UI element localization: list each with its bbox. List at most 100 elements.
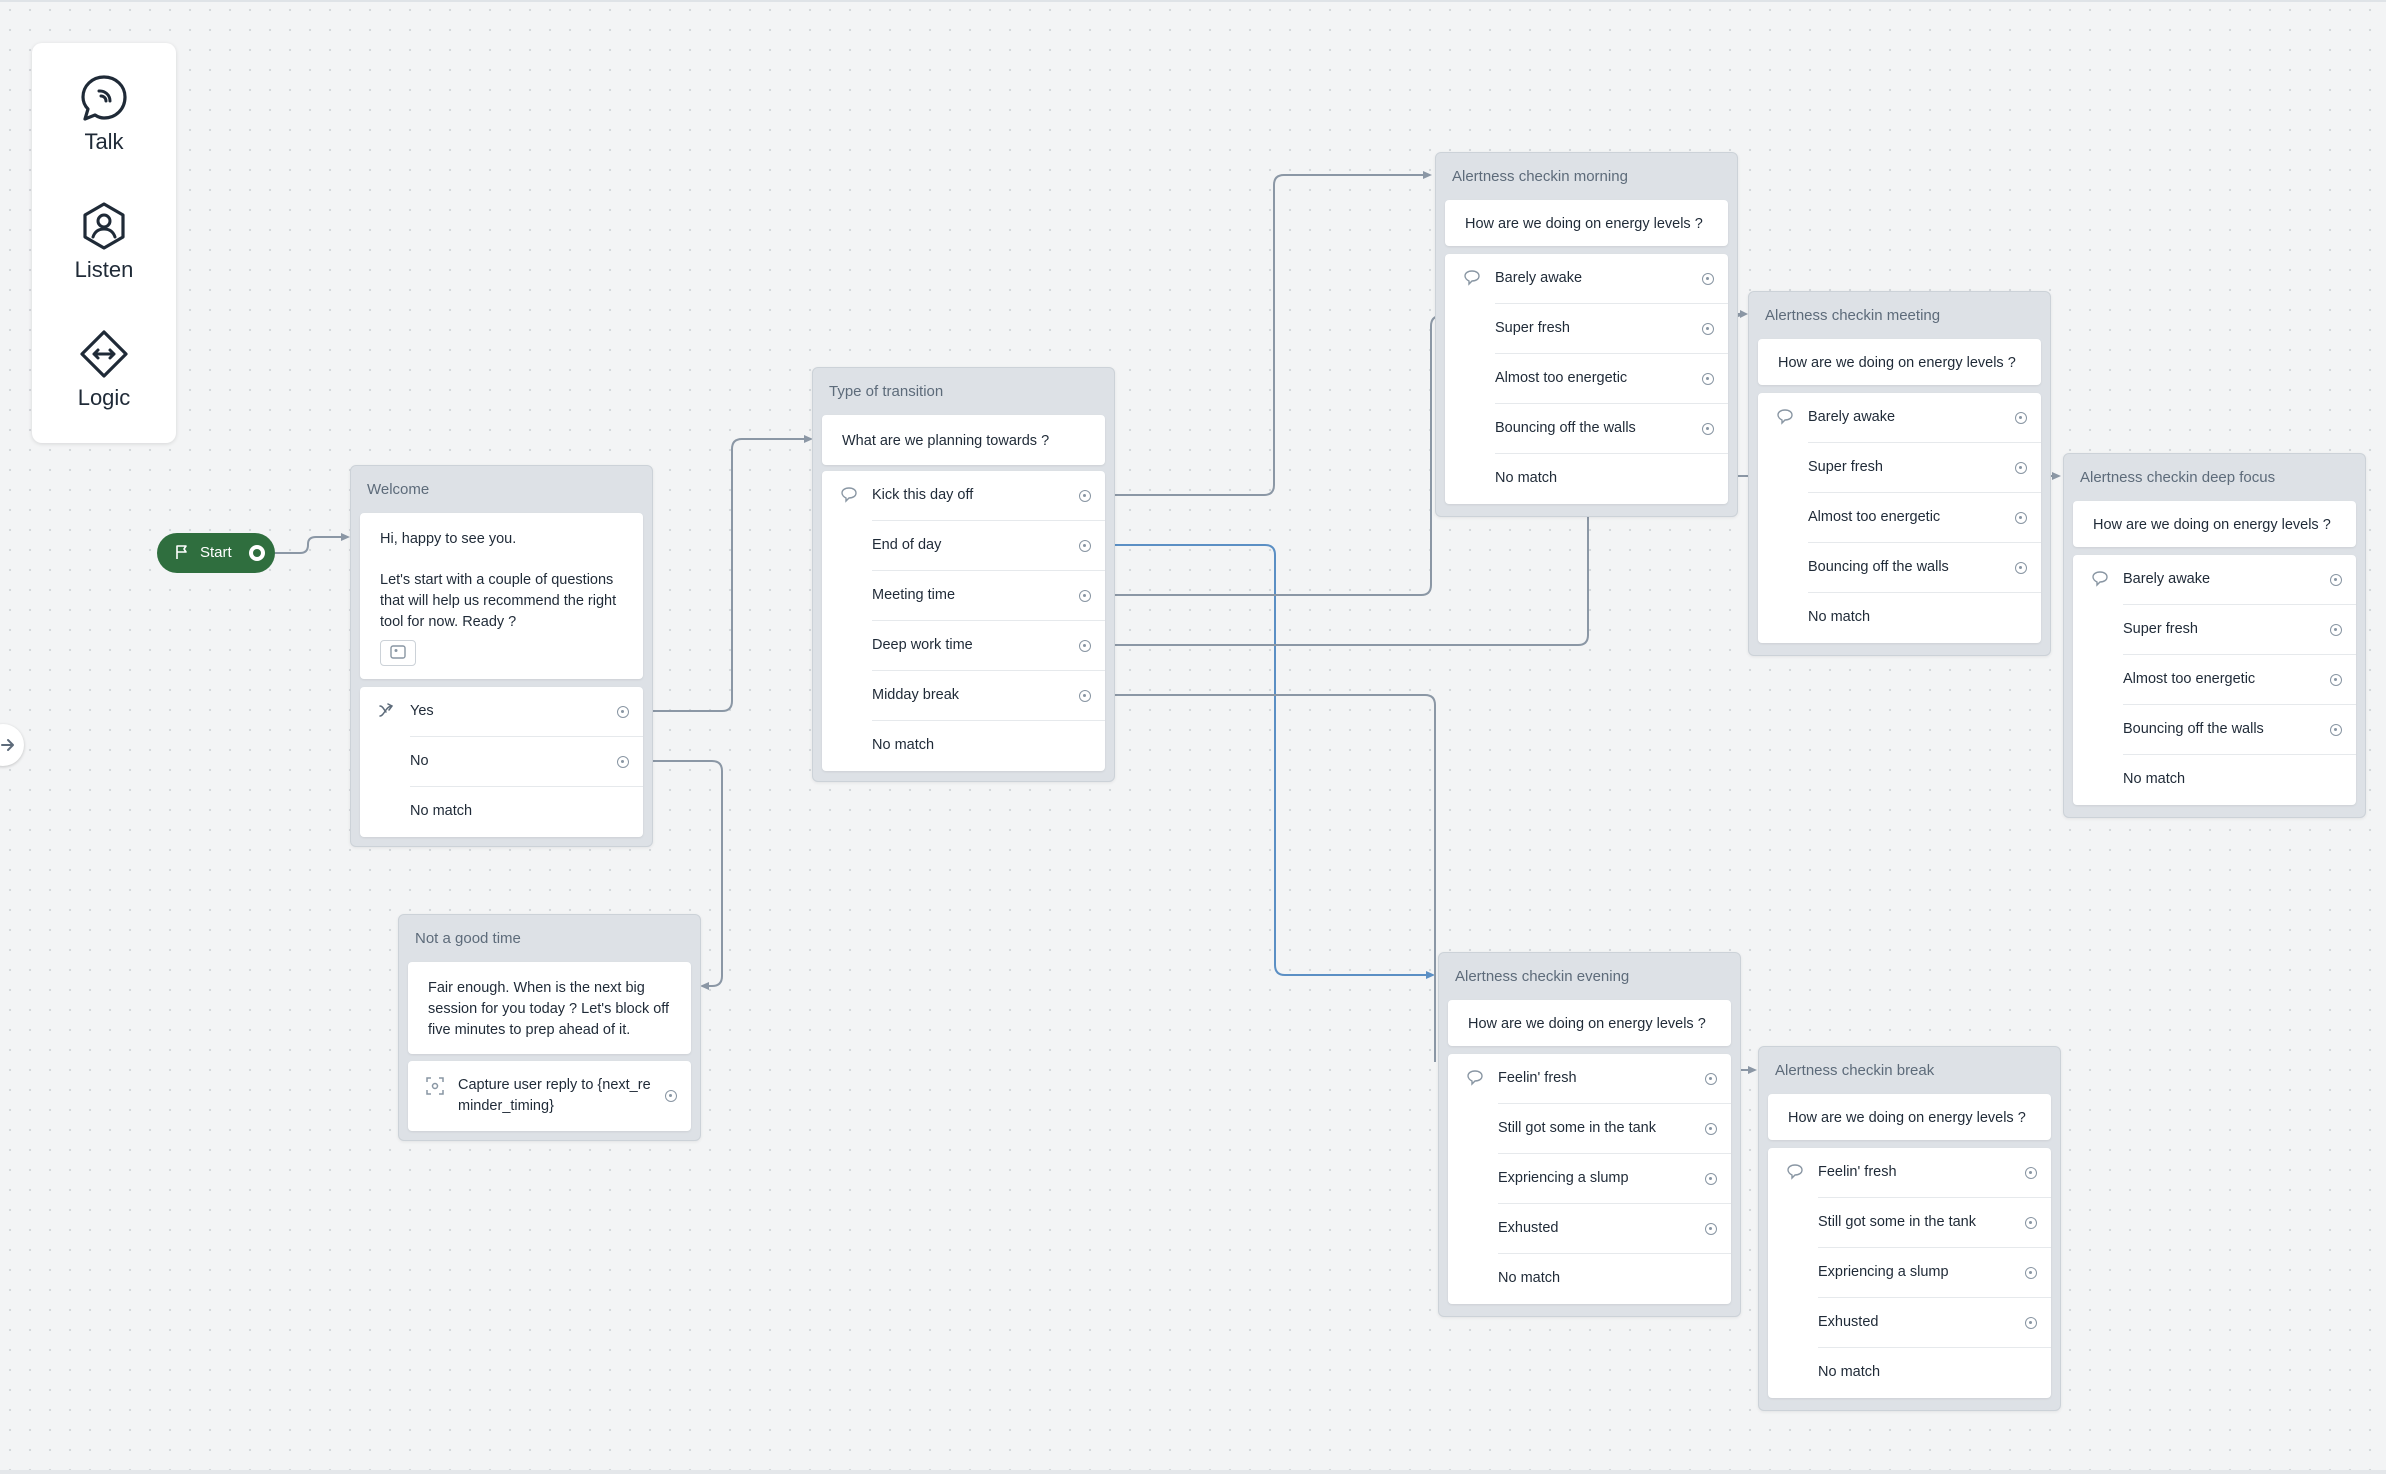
choice-almost-too-energetic[interactable]: Almost too energetic xyxy=(1758,493,2041,543)
choice-barely-awake[interactable]: Barely awake xyxy=(2073,555,2356,605)
output-port[interactable] xyxy=(1079,490,1091,502)
output-port[interactable] xyxy=(2330,574,2342,586)
output-port[interactable] xyxy=(1705,1073,1717,1085)
choice-super-fresh[interactable]: Super fresh xyxy=(2073,605,2356,655)
image-attachment[interactable] xyxy=(380,640,416,666)
choice-label: End of day xyxy=(872,537,942,553)
choice-kick-this-day-off[interactable]: Kick this day off xyxy=(822,471,1105,521)
choice-midday-break[interactable]: Midday break xyxy=(822,671,1105,721)
choice-barely-awake[interactable]: Barely awake xyxy=(1758,393,2041,443)
choice-feelin-fresh[interactable]: Feelin' fresh xyxy=(1768,1148,2051,1198)
choice-end-of-day[interactable]: End of day xyxy=(822,521,1105,571)
choice-no-match[interactable]: No match xyxy=(2073,755,2356,805)
edge-end-of-day-evening xyxy=(1103,544,1427,976)
start-node[interactable]: Start xyxy=(157,533,275,573)
block-alertness-checkin-morning[interactable]: Alertness checkin morning How are we doi… xyxy=(1435,152,1738,517)
output-port[interactable] xyxy=(617,756,629,768)
message-card[interactable]: Hi, happy to see you. Let's start with a… xyxy=(360,513,643,679)
prompt-card[interactable]: What are we planning towards ? xyxy=(822,415,1105,465)
block-alertness-checkin-deep-focus[interactable]: Alertness checkin deep focus How are we … xyxy=(2063,453,2366,818)
capture-text: Capture user reply to {next_reminder_tim… xyxy=(458,1077,651,1114)
output-port[interactable] xyxy=(2330,624,2342,636)
choice-label: Expriencing a slump xyxy=(1498,1170,1629,1186)
output-port[interactable] xyxy=(2025,1317,2037,1329)
prompt-card[interactable]: How are we doing on energy levels ? xyxy=(1445,200,1728,246)
choice-yes[interactable]: Yes xyxy=(360,687,643,737)
block-type-of-transition[interactable]: Type of transition What are we planning … xyxy=(812,367,1115,782)
output-port[interactable] xyxy=(665,1090,677,1102)
message-card[interactable]: Fair enough. When is the next big sessio… xyxy=(408,962,691,1054)
output-port[interactable] xyxy=(1079,590,1091,602)
output-port[interactable] xyxy=(2025,1267,2037,1279)
choice-almost-too-energetic[interactable]: Almost too energetic xyxy=(2073,655,2356,705)
output-port[interactable] xyxy=(1705,1173,1717,1185)
output-port[interactable] xyxy=(2015,562,2027,574)
capture-step[interactable]: Capture user reply to {next_reminder_tim… xyxy=(408,1061,691,1131)
palette-listen[interactable]: Listen xyxy=(32,201,176,283)
message-line: Let's start with a couple of questions t… xyxy=(380,572,617,630)
choice-exhusted[interactable]: Exhusted xyxy=(1448,1204,1731,1254)
prompt-card[interactable]: How are we doing on energy levels ? xyxy=(1448,1000,1731,1046)
choice-label: Super fresh xyxy=(2123,621,2198,637)
choice-feelin-fresh[interactable]: Feelin' fresh xyxy=(1448,1054,1731,1104)
output-port[interactable] xyxy=(617,706,629,718)
output-port[interactable] xyxy=(1702,423,1714,435)
choice-no-match[interactable]: No match xyxy=(822,721,1105,771)
choice-super-fresh[interactable]: Super fresh xyxy=(1445,304,1728,354)
choice-still-got-some-in-the-tank[interactable]: Still got some in the tank xyxy=(1768,1198,2051,1248)
choice-expriencing-a-slump[interactable]: Expriencing a slump xyxy=(1768,1248,2051,1298)
choice-exhusted[interactable]: Exhusted xyxy=(1768,1298,2051,1348)
choice-super-fresh[interactable]: Super fresh xyxy=(1758,443,2041,493)
prompt-card[interactable]: How are we doing on energy levels ? xyxy=(1758,339,2041,385)
prompt-card[interactable]: How are we doing on energy levels ? xyxy=(2073,501,2356,547)
listen-choice-icon xyxy=(1787,1164,1803,1180)
capture-icon xyxy=(426,1077,444,1095)
output-port[interactable] xyxy=(1079,690,1091,702)
block-alertness-checkin-break[interactable]: Alertness checkin break How are we doing… xyxy=(1758,1046,2061,1411)
choice-almost-too-energetic[interactable]: Almost too energetic xyxy=(1445,354,1728,404)
start-output-port[interactable] xyxy=(249,545,265,561)
choice-expriencing-a-slump[interactable]: Expriencing a slump xyxy=(1448,1154,1731,1204)
choice-no-match[interactable]: No match xyxy=(1445,454,1728,504)
output-port[interactable] xyxy=(2015,512,2027,524)
block-alertness-checkin-evening[interactable]: Alertness checkin evening How are we doi… xyxy=(1438,952,1741,1317)
choice-no[interactable]: No xyxy=(360,737,643,787)
output-port[interactable] xyxy=(2330,724,2342,736)
choice-bouncing-off-the-walls[interactable]: Bouncing off the walls xyxy=(1758,543,2041,593)
output-port[interactable] xyxy=(1079,640,1091,652)
choice-label: Kick this day off xyxy=(872,487,974,503)
choice-label: Still got some in the tank xyxy=(1818,1214,1976,1230)
output-port[interactable] xyxy=(2015,462,2027,474)
output-port[interactable] xyxy=(1705,1223,1717,1235)
output-port[interactable] xyxy=(1702,323,1714,335)
message-line: Hi, happy to see you. xyxy=(380,531,517,547)
output-port[interactable] xyxy=(1702,373,1714,385)
choice-barely-awake[interactable]: Barely awake xyxy=(1445,254,1728,304)
output-port[interactable] xyxy=(1079,540,1091,552)
block-alertness-checkin-meeting[interactable]: Alertness checkin meeting How are we doi… xyxy=(1748,291,2051,656)
choice-still-got-some-in-the-tank[interactable]: Still got some in the tank xyxy=(1448,1104,1731,1154)
output-port[interactable] xyxy=(2025,1217,2037,1229)
choice-no-match[interactable]: No match xyxy=(1758,593,2041,643)
choice-deep-work-time[interactable]: Deep work time xyxy=(822,621,1105,671)
output-port[interactable] xyxy=(2025,1167,2037,1179)
block-welcome[interactable]: Welcome Hi, happy to see you. Let's star… xyxy=(350,465,653,847)
choice-no-match[interactable]: No match xyxy=(360,787,643,837)
choice-bouncing-off-the-walls[interactable]: Bouncing off the walls xyxy=(2073,705,2356,755)
chat-bubble-icon xyxy=(81,75,127,121)
block-not-a-good-time[interactable]: Not a good time Fair enough. When is the… xyxy=(398,914,701,1141)
output-port[interactable] xyxy=(2330,674,2342,686)
choice-no-match[interactable]: No match xyxy=(1768,1348,2051,1398)
choice-meeting-time[interactable]: Meeting time xyxy=(822,571,1105,621)
choice-bouncing-off-the-walls[interactable]: Bouncing off the walls xyxy=(1445,404,1728,454)
palette-talk[interactable]: Talk xyxy=(32,73,176,155)
output-port[interactable] xyxy=(2015,412,2027,424)
output-port[interactable] xyxy=(1702,273,1714,285)
palette-logic[interactable]: Logic xyxy=(32,329,176,411)
expand-panel-button[interactable] xyxy=(0,724,24,766)
choice-no-match[interactable]: No match xyxy=(1448,1254,1731,1304)
choice-label: Barely awake xyxy=(1495,270,1583,286)
prompt-card[interactable]: How are we doing on energy levels ? xyxy=(1768,1094,2051,1140)
output-port[interactable] xyxy=(1705,1123,1717,1135)
